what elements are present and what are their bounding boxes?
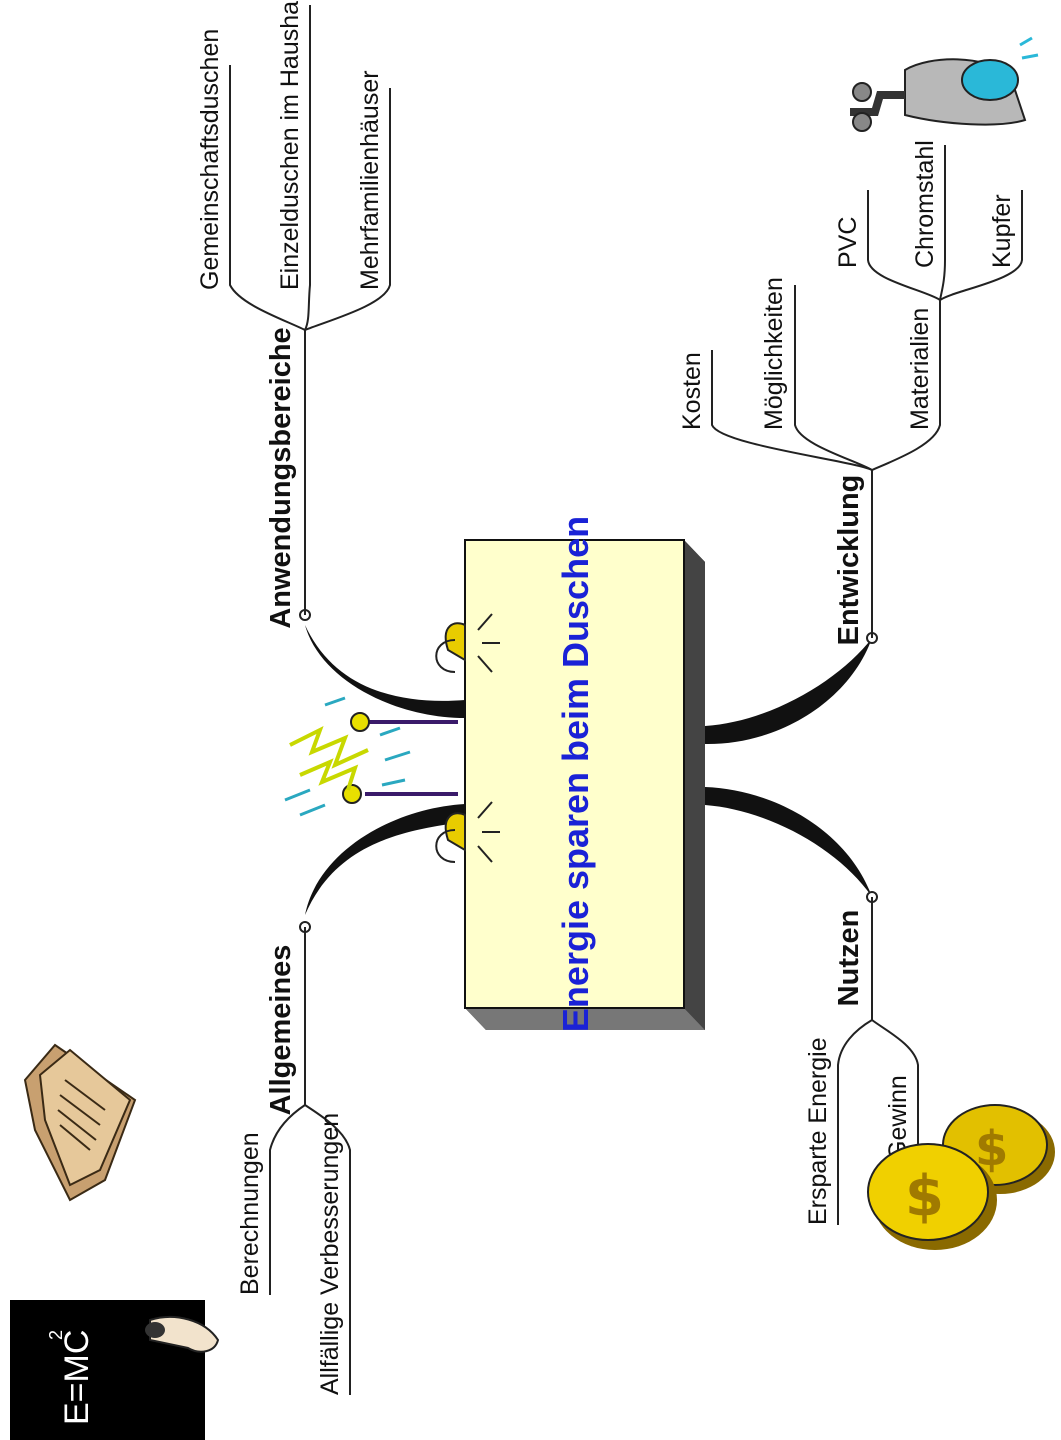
leaf-allfaellige-verbesserungen[interactable]: Allfällige Verbesserungen (316, 1113, 344, 1395)
leaf-ersparte-energie[interactable]: Ersparte Energie (804, 1037, 832, 1225)
blackboard-formula-icon: E=MC 2 (10, 1300, 220, 1440)
light-bulbs-icon (435, 613, 500, 863)
branch-label-anwendungsbereiche[interactable]: Anwendungsbereiche (265, 327, 297, 628)
branch-entwicklung-lines (711, 145, 1023, 638)
leaf-moeglichkeiten[interactable]: Möglichkeiten (760, 277, 788, 430)
branch-nutzen-lines (837, 897, 919, 1225)
branch-label-nutzen[interactable]: Nutzen (833, 910, 865, 1007)
bulb-top (435, 613, 500, 673)
formula-exponent: 2 (46, 1330, 66, 1340)
leaf-einzelduschen[interactable]: Einzelduschen im Haushalt (276, 0, 304, 290)
leaf-berechnungen[interactable]: Berechnungen (236, 1132, 264, 1295)
leaf-kosten[interactable]: Kosten (678, 352, 706, 430)
leaf-gemeinschaftsduschen[interactable]: Gemeinschaftsduschen (196, 29, 224, 290)
branch-label-entwicklung[interactable]: Entwicklung (833, 475, 865, 646)
formula-text: E=MC (58, 1330, 96, 1425)
paper-stack-icon (23, 1043, 137, 1202)
branch-allgemeines-lines (269, 927, 351, 1395)
leaf-kupfer[interactable]: Kupfer (988, 194, 1016, 268)
center-title: Energie sparen beim Duschen (555, 516, 596, 1032)
spark-icon (284, 696, 458, 817)
branch-anwendungsbereiche-lines (229, 5, 391, 615)
branch-label-allgemeines[interactable]: Allgemeines (265, 945, 297, 1116)
bulb-bottom (435, 801, 500, 863)
svg-text:$: $ (905, 1164, 944, 1229)
center-box (464, 539, 705, 1030)
leaf-pvc[interactable]: PVC (834, 217, 862, 268)
leaf-mehrfamilienhaeuser[interactable]: Mehrfamilienhäuser (356, 70, 384, 290)
leaf-chromstahl[interactable]: Chromstahl (911, 140, 939, 268)
coins-icon: $ $ (867, 1104, 1055, 1250)
connectors (305, 625, 872, 915)
faucet-icon (850, 36, 1039, 132)
leaf-materialien[interactable]: Materialien (906, 308, 934, 430)
